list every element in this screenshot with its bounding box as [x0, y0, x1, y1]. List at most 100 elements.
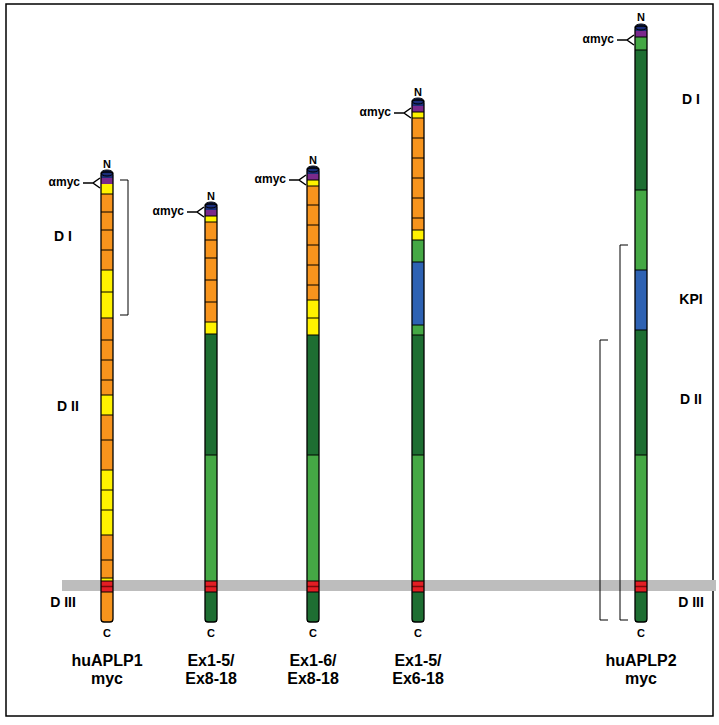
- exon-boundary: [101, 194, 113, 195]
- exon-boundary: [412, 138, 424, 139]
- transmembrane-stripe: [412, 586, 424, 588]
- antibody-symbol: [394, 108, 411, 118]
- exon-boundary: [307, 245, 319, 246]
- exon-boundary: [205, 322, 217, 323]
- exon-segment: [307, 335, 319, 455]
- exon-boundary: [635, 37, 647, 38]
- exon-segment: [307, 581, 319, 592]
- construct-name: Ex1-5/ Ex8-18: [185, 652, 237, 689]
- exon-segment: [412, 240, 424, 262]
- construct-name: Ex1-5/ Ex6-18: [392, 652, 444, 689]
- exon-segment: [205, 210, 217, 216]
- terminus-label: N: [103, 158, 111, 170]
- construct-bar: [205, 202, 217, 622]
- frame: [6, 4, 713, 716]
- construct-bar: [635, 24, 647, 622]
- exon-boundary: [412, 325, 424, 326]
- exon-boundary: [412, 335, 424, 336]
- terminus-label: N: [207, 190, 215, 202]
- exon-boundary: [101, 415, 113, 416]
- exon-boundary: [307, 335, 319, 336]
- exon-boundary: [635, 330, 647, 331]
- exon-boundary: [412, 118, 424, 119]
- exon-boundary: [101, 535, 113, 536]
- exon-boundary: [101, 212, 113, 213]
- exon-segment: [635, 592, 647, 622]
- terminus-label: C: [103, 627, 111, 639]
- exon-boundary: [307, 186, 319, 187]
- exon-segment: [101, 318, 113, 395]
- exon-boundary: [205, 216, 217, 217]
- construct-bar: [307, 166, 319, 622]
- antibody-label: αmyc: [255, 173, 286, 186]
- exon-segment: [412, 335, 424, 455]
- exon-boundary: [101, 292, 113, 293]
- exon-segment: [635, 330, 647, 455]
- exon-boundary: [635, 581, 647, 582]
- construct-name: huAPLP1 myc: [71, 652, 142, 689]
- exon-segment: [205, 334, 217, 455]
- exon-segment: [412, 455, 424, 581]
- domain-label: D I: [54, 229, 72, 244]
- transmembrane-stripe: [307, 586, 319, 588]
- exon-segment: [412, 112, 424, 118]
- exon-boundary: [635, 270, 647, 271]
- exon-boundary: [307, 265, 319, 266]
- exon-boundary: [205, 302, 217, 303]
- exon-boundary: [412, 240, 424, 241]
- terminus-label: N: [414, 86, 422, 98]
- exon-boundary: [205, 592, 217, 593]
- transmembrane-stripe: [205, 586, 217, 588]
- exon-boundary: [101, 440, 113, 441]
- domain-label: D II: [680, 392, 702, 407]
- exon-segment: [307, 455, 319, 581]
- exon-boundary: [412, 592, 424, 593]
- exon-segment: [205, 581, 217, 592]
- exon-boundary: [412, 158, 424, 159]
- exon-segment: [635, 270, 647, 330]
- bar-outline: [205, 204, 217, 622]
- domain-label: D III: [50, 595, 76, 610]
- exon-boundary: [635, 50, 647, 51]
- exon-segment: [205, 455, 217, 581]
- domain-label: KPI: [679, 292, 702, 307]
- exon-segment: [205, 216, 217, 222]
- exon-segment: [101, 395, 113, 415]
- exon-boundary: [101, 470, 113, 471]
- exon-boundary: [635, 592, 647, 593]
- antibody-symbol: [187, 207, 204, 217]
- terminus-label: C: [207, 627, 215, 639]
- exon-boundary: [307, 318, 319, 319]
- exon-segment: [412, 581, 424, 592]
- exon-segment: [101, 578, 113, 581]
- exon-boundary: [307, 592, 319, 593]
- exon-segment: [635, 31, 647, 37]
- terminus-label: C: [309, 627, 317, 639]
- domain-bracket: [120, 180, 128, 315]
- exon-segment: [101, 178, 113, 184]
- bar-outline: [307, 168, 319, 622]
- exon-boundary: [412, 112, 424, 113]
- exon-boundary: [101, 395, 113, 396]
- antibody-label: αmyc: [153, 205, 184, 218]
- exon-segment: [307, 174, 319, 180]
- exon-boundary: [307, 180, 319, 181]
- exon-segment: [635, 190, 647, 270]
- exon-boundary: [412, 455, 424, 456]
- domain-label: D III: [678, 595, 704, 610]
- transmembrane-stripe: [101, 586, 113, 588]
- exon-boundary: [101, 360, 113, 361]
- exon-boundary: [412, 178, 424, 179]
- exon-boundary: [101, 340, 113, 341]
- exon-boundary: [412, 581, 424, 582]
- bar-cap: [101, 170, 113, 176]
- exon-boundary: [205, 222, 217, 223]
- bar-cap: [412, 98, 424, 104]
- bar-outline: [412, 100, 424, 622]
- exon-boundary: [101, 560, 113, 561]
- construct-name: Ex1-6/ Ex8-18: [287, 652, 339, 689]
- bar-cap: [205, 202, 217, 208]
- exon-segment: [101, 194, 113, 270]
- construct-name: huAPLP2 myc: [605, 652, 676, 689]
- exon-segment: [307, 300, 319, 335]
